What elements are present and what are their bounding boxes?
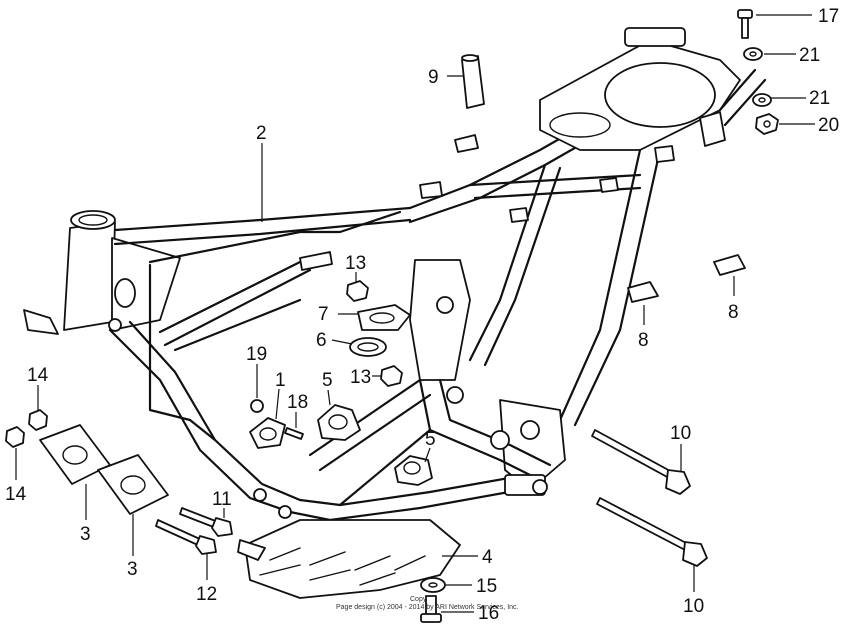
callout-10-upper: 10 [670,423,691,444]
copyright-line-2: Page design (c) 2004 - 2014 by ARI Netwo… [336,604,519,611]
clamp-part-1 [249,417,286,449]
callout-20: 20 [818,115,839,136]
callout-3-left: 3 [80,524,91,545]
gasket-part-3-left [39,424,111,485]
bolt-part-18 [284,427,304,440]
callout-5-upper: 5 [322,370,333,391]
rubber-part-8-right [713,254,746,276]
nut-part-20 [755,113,779,135]
callout-9: 9 [428,67,439,88]
nut-part-13-upper [346,280,369,302]
washer-part-21-lower [752,93,772,107]
leader-lines [15,14,815,613]
holder-part-5-lower [394,455,433,486]
nut-part-14-lower [5,426,25,448]
nut-part-14-upper [28,409,48,431]
clamp-part-7 [357,304,411,331]
callout-21-upper: 21 [799,45,820,66]
callout-5-lower: 5 [425,429,436,450]
callout-21-lower: 21 [809,88,830,109]
callout-19: 19 [246,344,267,365]
callout-14-lower: 14 [5,484,27,505]
washer-part-15 [420,577,446,593]
callout-10-lower: 10 [683,596,704,617]
holder-part-5-upper [317,404,361,441]
bolt-part-10-lower [596,497,708,567]
callout-2: 2 [256,123,267,144]
callout-labels: 17 21 21 20 9 2 13 7 6 13 8 8 19 1 18 5 … [5,6,839,624]
callout-14-upper: 14 [27,365,49,386]
callout-13-lower: 13 [350,367,371,388]
bolt-part-16 [420,595,442,623]
callout-8-right: 8 [728,302,739,323]
callout-4: 4 [482,547,493,568]
callout-15: 15 [476,576,497,597]
nut-part-19 [250,399,264,413]
rubber-part-8-left [627,281,659,303]
bolt-part-11 [179,507,233,537]
callout-16: 16 [478,603,499,624]
grommet-part-6 [349,337,387,357]
callout-12: 12 [196,584,217,605]
callout-8-left: 8 [638,330,649,351]
gasket-part-3-right [97,454,169,515]
callout-3-right: 3 [127,559,138,580]
callout-11: 11 [212,489,232,510]
callout-18: 18 [287,392,308,413]
washer-part-21-upper [743,47,763,61]
callout-13-upper: 13 [345,253,366,274]
callout-7: 7 [318,304,329,325]
callout-6: 6 [316,330,327,351]
skid-plate [237,519,461,599]
callout-1: 1 [275,370,286,391]
nut-part-13-lower [380,365,403,387]
frame-body [23,27,767,522]
callout-17: 17 [818,6,839,27]
tube-part-9 [461,54,485,109]
bolt-part-12 [155,519,217,555]
copyright-line-1: Copy [410,596,427,603]
bolt-part-17 [737,9,753,39]
